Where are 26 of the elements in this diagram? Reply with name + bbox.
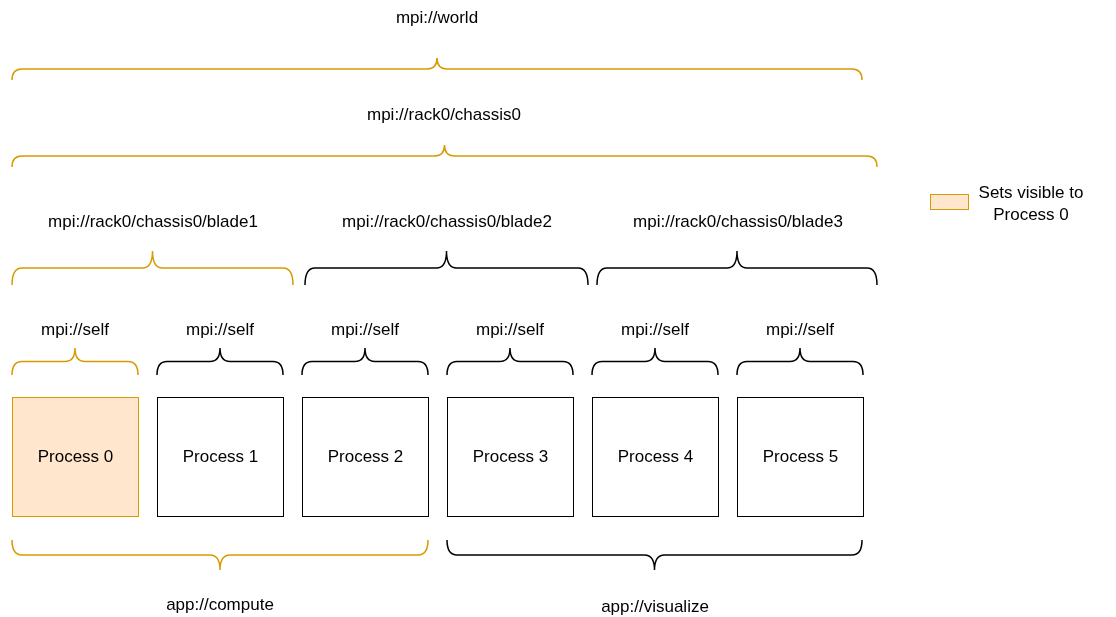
process-label: Process 4	[617, 447, 694, 467]
process-box	[592, 397, 719, 517]
legend-label: Sets visible to Process 0	[977, 182, 1085, 226]
set-label: app://visualize	[601, 597, 709, 617]
process-label: Process 5	[762, 447, 839, 467]
set-label: app://compute	[166, 595, 274, 615]
set-label: mpi://rack0/chassis0/blade1	[48, 212, 258, 232]
process-box	[12, 397, 139, 517]
set-label: mpi://self	[476, 320, 544, 340]
process-label: Process 0	[37, 447, 114, 467]
process-label: Process 3	[472, 447, 549, 467]
set-label: mpi://rack0/chassis0	[367, 105, 521, 125]
set-label: mpi://self	[766, 320, 834, 340]
process-box	[447, 397, 574, 517]
process-box	[302, 397, 429, 517]
set-label: mpi://rack0/chassis0/blade3	[633, 212, 843, 232]
set-label: mpi://world	[395, 8, 479, 28]
set-label: mpi://self	[621, 320, 689, 340]
process-box	[737, 397, 864, 517]
set-label: mpi://rack0/chassis0/blade2	[342, 212, 552, 232]
process-box	[157, 397, 284, 517]
process-label: Process 2	[327, 447, 404, 467]
set-label: mpi://self	[41, 320, 109, 340]
set-label: mpi://self	[331, 320, 399, 340]
set-label: mpi://self	[186, 320, 254, 340]
process-label: Process 1	[182, 447, 259, 467]
